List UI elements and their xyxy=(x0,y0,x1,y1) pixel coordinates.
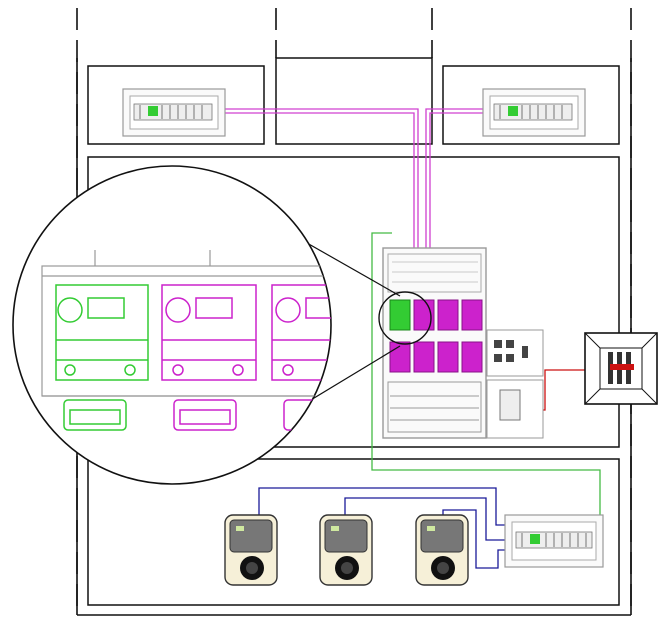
room-parking xyxy=(87,458,620,606)
isolator-switch xyxy=(584,332,658,405)
magenta-cables xyxy=(224,108,488,252)
green-cable xyxy=(371,232,601,520)
meter-magenta-2 xyxy=(437,299,459,331)
room-top-left xyxy=(87,65,265,145)
top-left-board xyxy=(122,88,226,137)
zoom-meter-magenta-1 xyxy=(161,284,257,431)
charger-3 xyxy=(415,514,469,586)
charger-1 xyxy=(224,514,278,586)
meter-cabinet xyxy=(382,247,544,439)
charger-2 xyxy=(319,514,373,586)
blue-cables xyxy=(258,487,510,569)
magnifier-callout xyxy=(12,165,432,485)
meter-magenta-3 xyxy=(461,299,483,331)
zoom-meter-green xyxy=(55,284,149,431)
meter-green xyxy=(389,299,411,331)
top-right-board xyxy=(482,88,586,137)
bottom-right-board xyxy=(504,514,604,568)
room-top-middle xyxy=(275,57,433,145)
room-top-right xyxy=(442,65,620,145)
